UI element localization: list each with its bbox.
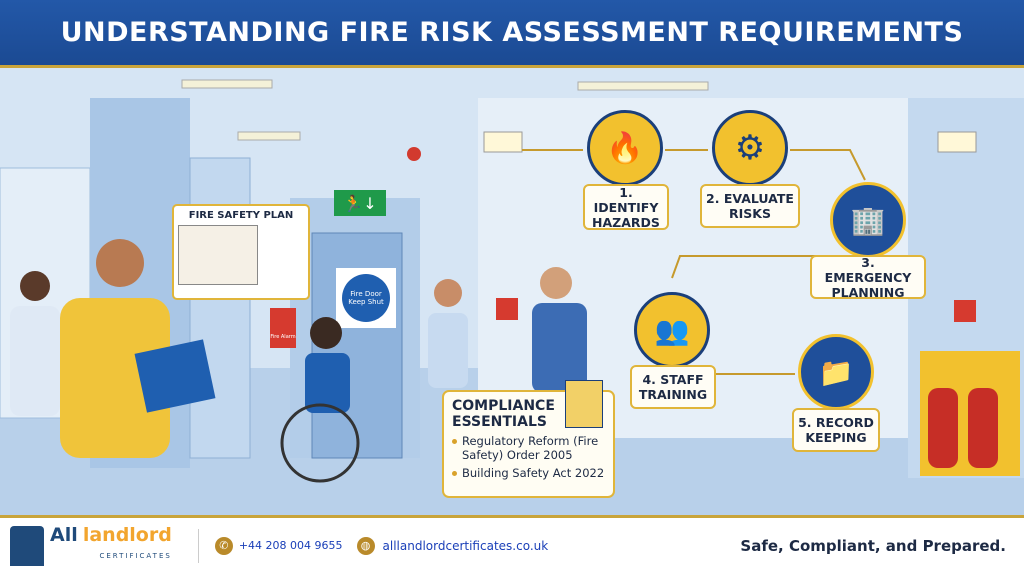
svg-text:🏃↓: 🏃↓	[343, 194, 376, 213]
compliance-item: Building Safety Act 2022	[452, 466, 605, 480]
step-emergency-planning: 3. EMERGENCY PLANNING	[810, 255, 926, 300]
brand-all: All	[50, 524, 78, 546]
website-link[interactable]: alllandlordcertificates.co.uk	[382, 538, 549, 553]
office-illustration: 🏃↓ FIRE SAFETY PLAN Fire Door Keep Shut …	[0, 68, 1024, 515]
tagline: Safe, Compliant, and Prepared.	[740, 536, 1006, 555]
phone-icon: ✆	[214, 536, 233, 555]
step-identify-hazards: 1. IDENTIFY HAZARDS	[583, 184, 669, 230]
step-record-keeping: 5. RECORD KEEPING	[792, 408, 880, 452]
floor-plan-map	[178, 225, 258, 285]
footer: All landlord CERTIFICATES ✆ +44 208 004 …	[0, 515, 1024, 573]
building-evacuation-icon: 🏢	[830, 182, 906, 258]
brand-landlord: landlord	[82, 524, 172, 546]
compliance-title: COMPLIANCE ESSENTIALS	[452, 398, 555, 430]
fire-alarm-sign: Fire Alarm	[270, 334, 296, 340]
page-title: UNDERSTANDING FIRE RISK ASSESSMENT REQUI…	[60, 17, 964, 48]
phone-link[interactable]: +44 208 004 9655	[238, 539, 343, 552]
step-evaluate-risks: 2. EVALUATE RISKS	[700, 184, 800, 228]
folder-check-icon: 📁	[798, 334, 874, 410]
fire-safety-plan-board: FIRE SAFETY PLAN	[172, 204, 310, 300]
header-banner: UNDERSTANDING FIRE RISK ASSESSMENT REQUI…	[0, 0, 1024, 68]
step-staff-training: 4. STAFF TRAINING	[630, 365, 716, 409]
brand-logo: All landlord CERTIFICATES	[50, 525, 172, 566]
brand-sub: CERTIFICATES	[99, 552, 172, 560]
globe-icon: ◍	[356, 536, 375, 555]
people-chat-icon: 👥	[634, 292, 710, 368]
fire-safety-plan-title: FIRE SAFETY PLAN	[188, 210, 294, 221]
gear-cycle-icon: ⚙	[712, 110, 788, 186]
house-logo-icon	[10, 525, 44, 566]
compliance-essentials-card: COMPLIANCE ESSENTIALS Regulatory Reform …	[442, 380, 615, 498]
fire-door-sign: Fire Door Keep Shut	[348, 290, 384, 306]
documents-icon	[565, 380, 603, 428]
compliance-item: Regulatory Reform (Fire Safety) Order 20…	[452, 434, 605, 462]
flame-magnifier-icon: 🔥	[587, 110, 663, 186]
